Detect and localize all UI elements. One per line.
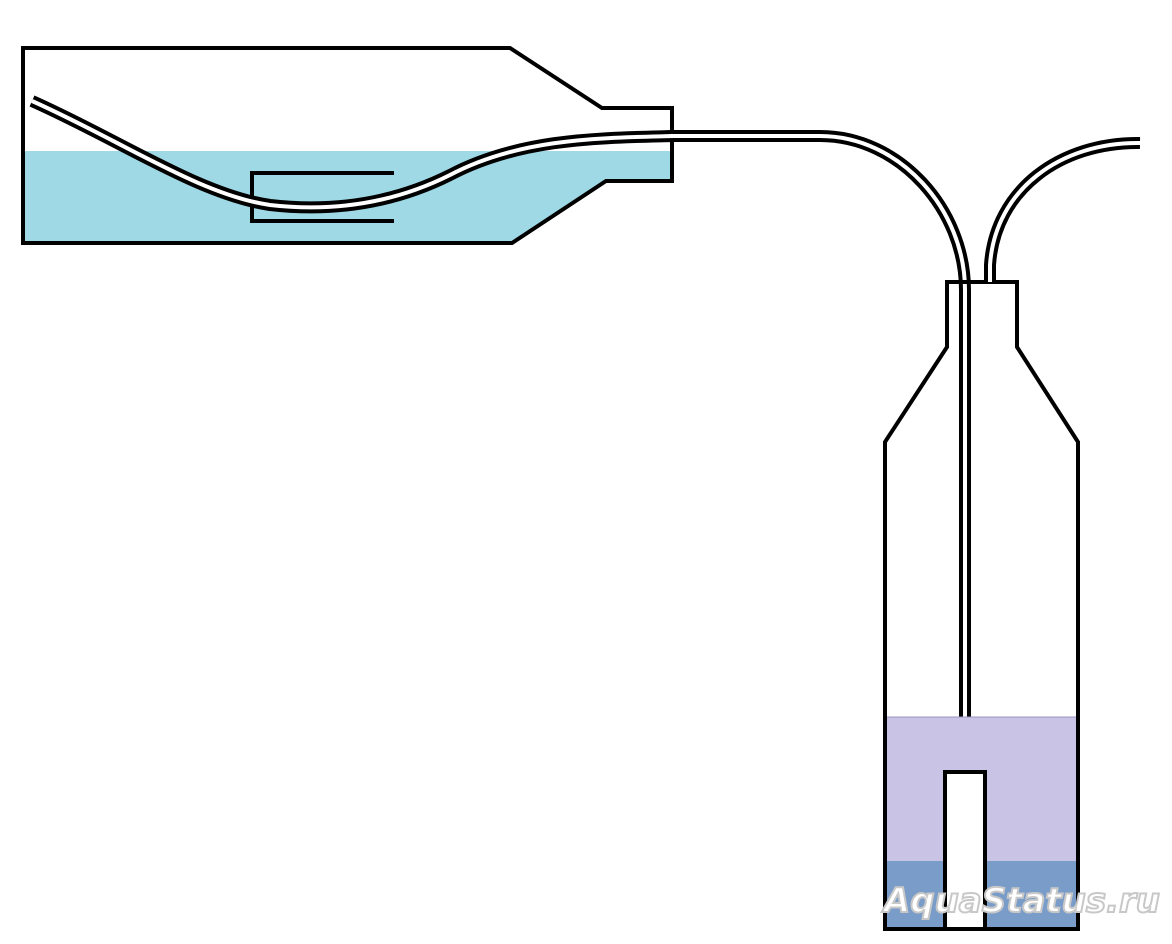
outlet-tube: [984, 136, 1141, 282]
outlet-tube-inner: [988, 140, 1141, 282]
outlet-tube-outer: [984, 136, 1141, 282]
connecting-tube: [29, 95, 971, 770]
left-bottle-outline: [21, 46, 674, 245]
left-bottle-water: [23, 151, 672, 243]
right-bottle-outline: [883, 280, 1080, 931]
connecting-tube-inner: [31, 99, 967, 770]
submerged-tube: [943, 770, 987, 931]
watermark-text: AquaStatus.ru: [881, 881, 1160, 921]
submerged-tube-body: [943, 770, 987, 931]
